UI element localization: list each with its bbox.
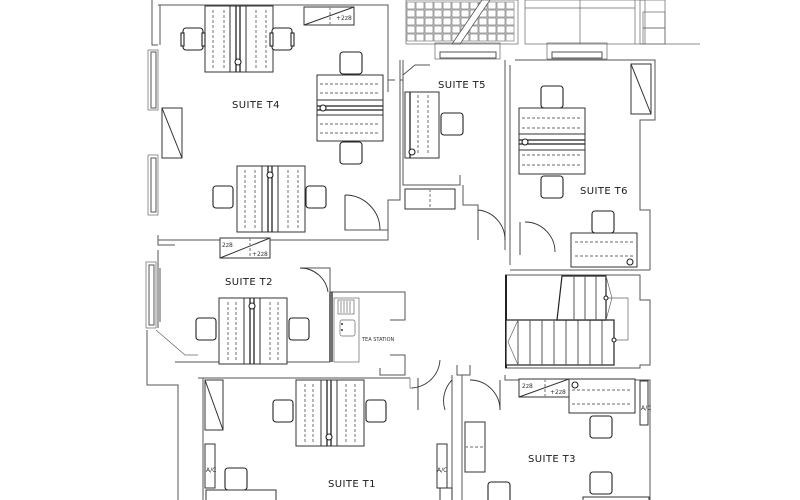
suite-t3-furniture bbox=[464, 378, 650, 500]
cabinet-mark-t3-bottom: +2z8 bbox=[550, 389, 566, 396]
cabinet-mark-t2-top: 2z8 bbox=[222, 242, 233, 249]
suite-t1-label: SUITE T1 bbox=[328, 479, 376, 490]
cabinet-mark-t4: +2z8 bbox=[336, 15, 352, 22]
room-labels: SUITE T4 SUITE T5 SUITE T6 SUITE T2 SUIT… bbox=[206, 15, 651, 490]
building-walls bbox=[145, 0, 656, 500]
ac-label-t1-right: A/C bbox=[437, 467, 447, 474]
suite-t1-furniture bbox=[204, 379, 453, 500]
doors bbox=[299, 194, 556, 411]
cabinet-mark-t3-top: 2z8 bbox=[522, 383, 533, 390]
cabinet-mark-t2-bottom: +2z8 bbox=[252, 251, 268, 258]
suite-t4-label: SUITE T4 bbox=[232, 100, 280, 111]
suite-t3-label: SUITE T3 bbox=[528, 454, 576, 465]
external-brickwork bbox=[405, 0, 700, 60]
suite-t2-label: SUITE T2 bbox=[225, 277, 273, 288]
ac-label-t3: A/C bbox=[641, 405, 651, 412]
suite-t6-label: SUITE T6 bbox=[580, 186, 628, 197]
suite-t4-furniture bbox=[161, 5, 384, 233]
suite-t5-furniture bbox=[404, 91, 464, 210]
staircase bbox=[505, 275, 629, 366]
ac-label-t1-left: A/C bbox=[206, 467, 216, 474]
suite-t6-furniture bbox=[518, 63, 652, 268]
suite-t5-label: SUITE T5 bbox=[438, 80, 486, 91]
tea-station-label: TEA STATION bbox=[361, 337, 395, 343]
suite-t2-furniture bbox=[195, 237, 310, 365]
